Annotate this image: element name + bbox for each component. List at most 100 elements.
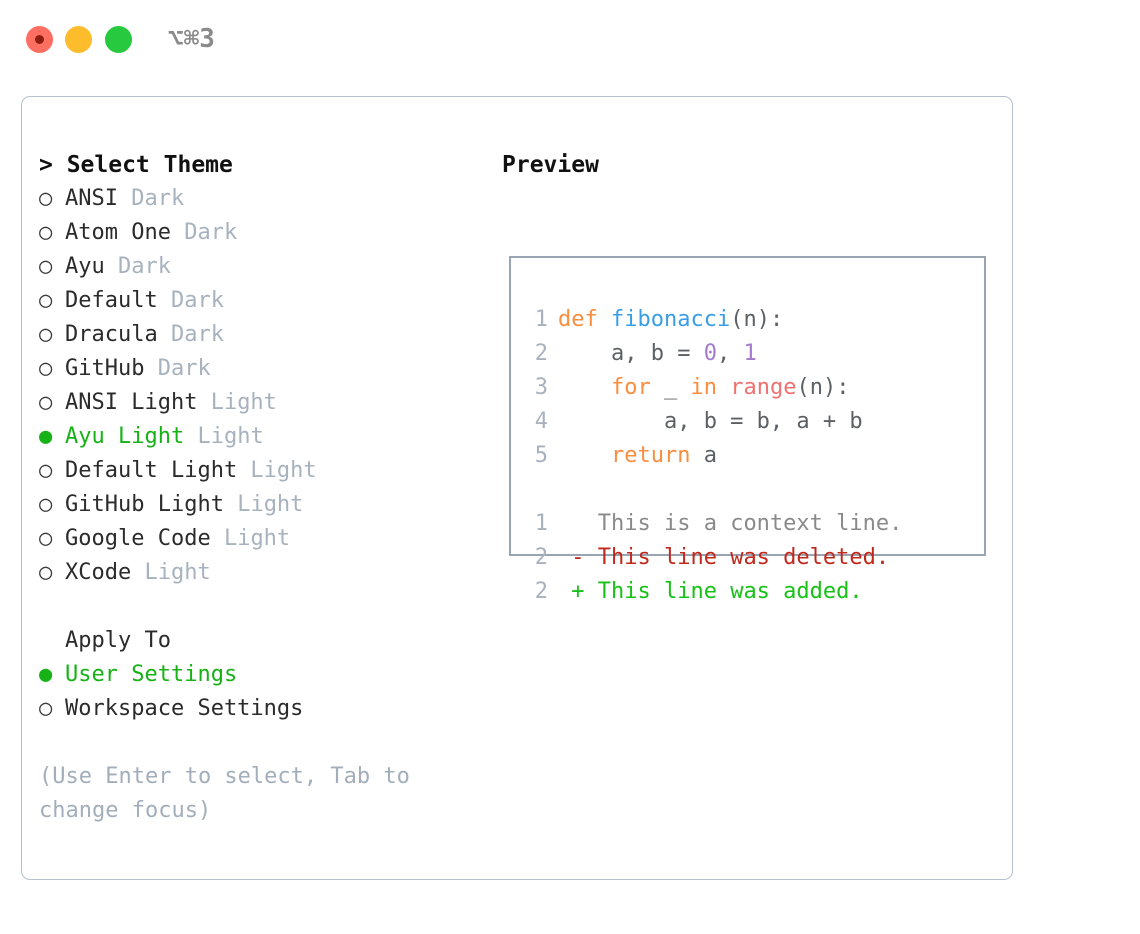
theme-variant-badge: Dark — [144, 356, 211, 381]
theme-list[interactable]: ○ ANSI Dark ○ Atom One Dark ○ Ayu Dark ○ Defaul… — [39, 182, 489, 590]
code-token: a — [690, 443, 717, 468]
code-token: fibonacci — [611, 307, 731, 332]
theme-variant-badge: Light — [237, 458, 317, 483]
theme-name: ANSI Light — [65, 390, 198, 415]
diff-line: 2 - This line was deleted. — [522, 541, 978, 575]
theme-name: Ayu — [65, 254, 105, 279]
theme-list-item[interactable]: ○ Ayu Dark — [39, 250, 489, 284]
code-token: a, b = b, a + b — [558, 409, 863, 434]
code-token: for — [610, 375, 651, 400]
theme-name: Dracula — [65, 322, 158, 347]
radio-unselected-icon: ○ — [39, 322, 53, 347]
select-theme-header: > Select Theme — [39, 152, 233, 178]
apply-to-label: User Settings — [65, 662, 238, 687]
apply-to-list[interactable]: ● User Settings ○ Workspace Settings — [39, 658, 489, 726]
preview-title: Preview — [502, 152, 599, 178]
theme-list-item[interactable]: ○ XCode Light — [39, 556, 489, 590]
theme-variant-badge: Dark — [157, 288, 224, 313]
theme-name: XCode — [65, 560, 132, 585]
theme-list-item[interactable]: ○ Default Dark — [39, 284, 489, 318]
apply-to-item[interactable]: ○ Workspace Settings — [39, 692, 489, 726]
radio-selected-icon: ● — [39, 662, 53, 687]
radio-unselected-icon: ○ — [39, 356, 53, 381]
apply-to-item[interactable]: ● User Settings — [39, 658, 489, 692]
code-token: , — [716, 341, 744, 366]
theme-list-item[interactable]: ●Ayu Light Light — [39, 420, 489, 454]
theme-list-item[interactable]: ○ GitHub Light Light — [39, 488, 489, 522]
diff-marker: + — [558, 579, 585, 604]
code-line-number: 2 — [534, 579, 548, 604]
theme-name: Google Code — [65, 526, 211, 551]
diff-line: 1 This is a context line. — [522, 507, 978, 541]
theme-name: Default — [65, 288, 158, 313]
radio-unselected-icon: ○ — [39, 220, 53, 245]
code-preview-area: 1 def fibonacci (n): 2 a, b = 0, 1 3 for _ i… — [522, 303, 978, 609]
code-line-number: 1 — [534, 307, 548, 332]
code-line-number: 5 — [534, 443, 548, 468]
diff-marker — [558, 511, 585, 536]
code-blank-line — [522, 473, 978, 507]
apply-to-section: Apply To ● User Settings ○ Workspace Settin… — [39, 624, 489, 726]
code-line-number: 2 — [534, 341, 548, 366]
title-bar: ⌥⌘3 — [0, 0, 1140, 78]
code-line-number: 2 — [534, 545, 548, 570]
apply-to-label: Workspace Settings — [65, 696, 304, 721]
diff-text: This line was deleted. — [584, 545, 890, 570]
theme-variant-badge: Dark — [170, 220, 238, 245]
theme-list-item[interactable]: ○ANSI Light Light — [39, 386, 489, 420]
theme-name: GitHub — [65, 356, 145, 381]
radio-unselected-icon: ○ — [39, 186, 53, 211]
maximize-window-button[interactable] — [105, 26, 132, 53]
code-token: in — [690, 375, 717, 400]
code-token: 0 — [703, 341, 717, 366]
minimize-window-button[interactable] — [65, 26, 92, 53]
theme-name: GitHub Light — [65, 492, 224, 517]
theme-name: ANSI — [65, 186, 118, 211]
code-token: def — [558, 307, 598, 332]
theme-variant-badge: Light — [197, 390, 277, 415]
keyboard-hint-text: (Use Enter to select, Tab to change focu… — [39, 764, 424, 823]
code-line-number: 3 — [534, 375, 548, 400]
theme-selection-column: > Select Theme ○ANSI Dark○Atom One Dark○… — [39, 148, 489, 828]
radio-unselected-icon: ○ — [39, 560, 53, 585]
theme-list-item[interactable]: ○ Default Light Light — [39, 454, 489, 488]
theme-variant-badge: Dark — [104, 254, 171, 279]
code-token — [717, 375, 730, 400]
theme-list-item[interactable]: ○ Dracula Dark — [39, 318, 489, 352]
radio-unselected-icon: ○ — [39, 492, 53, 517]
theme-list-item[interactable]: ○Google Code Light — [39, 522, 489, 556]
theme-variant-badge: Light — [131, 560, 211, 585]
diff-text: This line was added. — [584, 579, 863, 604]
theme-list-item[interactable]: ○ Atom One Dark — [39, 216, 489, 250]
theme-picker-panel: > Select Theme ○ANSI Dark○Atom One Dark○… — [21, 96, 1013, 880]
theme-name: Atom One — [65, 220, 171, 245]
theme-list-item[interactable]: ○ GitHub Dark — [39, 352, 489, 386]
radio-unselected-icon: ○ — [39, 696, 53, 721]
diff-text: This is a context line. — [584, 511, 903, 536]
radio-unselected-icon: ○ — [39, 254, 53, 279]
code-token — [558, 375, 611, 400]
theme-variant-badge: Dark — [117, 186, 185, 211]
theme-variant-badge: Light — [210, 526, 291, 551]
theme-variant-badge: Dark — [157, 322, 224, 347]
radio-unselected-icon: ○ — [39, 458, 53, 483]
apply-to-title: Apply To — [65, 628, 171, 653]
theme-variant-badge: Light — [223, 492, 304, 517]
close-icon — [35, 35, 44, 44]
preview-box: 1 def fibonacci (n): 2 a, b = 0, 1 3 for _ i… — [509, 256, 986, 604]
theme-name: Ayu Light — [65, 424, 185, 449]
code-token: 1 — [743, 341, 757, 366]
code-token: (n): — [796, 375, 850, 400]
code-token: return — [610, 443, 691, 468]
code-line: 4 a, b = b, a + b — [522, 405, 978, 439]
code-line-number: 4 — [534, 409, 548, 434]
code-token — [598, 307, 611, 332]
theme-list-item[interactable]: ○ ANSI Dark — [39, 182, 489, 216]
code-token: a, b = — [558, 341, 704, 366]
code-token: _ — [650, 375, 691, 400]
radio-unselected-icon: ○ — [39, 288, 53, 313]
theme-name: Default Light — [65, 458, 238, 483]
code-token: range — [730, 375, 797, 400]
